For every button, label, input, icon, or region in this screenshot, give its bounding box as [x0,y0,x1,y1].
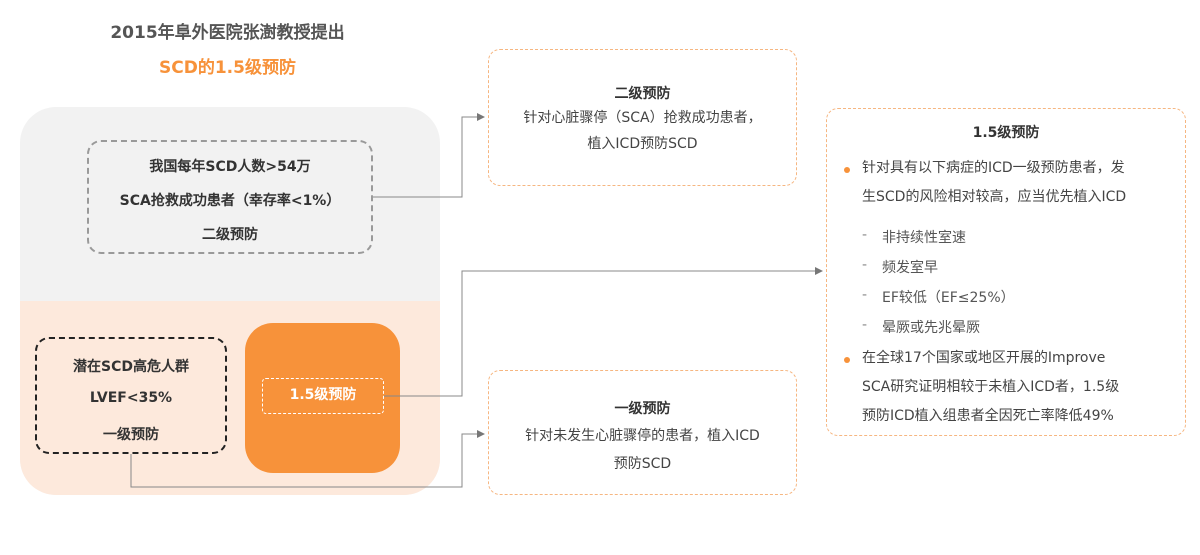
arrow-to-one-point-five [384,267,823,397]
one-point-five-box: 1.5级预防 针对具有以下病症的ICD一级预防患者，发 生SCD的风险相对较高，… [826,108,1186,436]
condition-item: 非持续性室速 [882,230,966,246]
primary-prevention-box: 一级预防 针对未发生心脏骤停的患者，植入ICD 预防SCD [488,370,797,495]
one-point-five-block [245,323,400,473]
secondary-prevention-label: 二级预防 [202,227,258,243]
secondary-box-title: 二级预防 [614,86,671,102]
condition-item: 频发室早 [882,260,938,276]
condition-item: 晕厥或先兆晕厥 [882,320,980,336]
primary-box-line2: 预防SCD [613,456,672,472]
bullet1-line1: 针对具有以下病症的ICD一级预防患者，发 [862,160,1125,176]
scd-annual-count: 我国每年SCD人数>54万 [149,159,311,175]
primary-prevention-group: 潜在SCD高危人群 LVEF<35% 一级预防 [35,337,227,454]
condition-item: EF较低（EF≤25%） [882,290,1015,306]
arrow-to-secondary [373,113,485,198]
bullet-dot-icon [844,357,850,363]
arrow-to-primary [130,430,485,488]
header-title: 2015年阜外医院张澍教授提出 [110,23,345,43]
dash-icon: - [862,257,868,273]
header-subtitle: SCD的1.5级预防 [159,58,296,78]
secondary-box-line1: 针对心脏骤停（SCA）抢救成功患者， [523,110,762,126]
secondary-prevention-box: 二级预防 针对心脏骤停（SCA）抢救成功患者， 植入ICD预防SCD [488,49,797,186]
lvef-criterion: LVEF<35% [89,390,173,406]
secondary-box-line2: 植入ICD预防SCD [587,136,698,152]
bullet2-line1: 在全球17个国家或地区开展的Improve [862,350,1106,366]
primary-prevention-label: 一级预防 [103,427,159,443]
one-point-five-label: 1.5级预防 [262,378,384,414]
dash-icon: - [862,287,868,303]
bullet2-line2: SCA研究证明相较于未植入ICD者，1.5级 [862,379,1120,395]
dash-icon: - [862,317,868,333]
bullet2-line3: 预防ICD植入组患者全因死亡率降低49% [862,408,1114,424]
primary-box-line1: 针对未发生心脏骤停的患者，植入ICD [525,428,760,444]
high-risk-population: 潜在SCD高危人群 [73,359,189,375]
dash-icon: - [862,227,868,243]
secondary-prevention-group: 我国每年SCD人数>54万 SCA抢救成功患者（幸存率<1%） 二级预防 [87,140,373,254]
sca-survivors: SCA抢救成功患者（幸存率<1%） [119,193,341,209]
bullet-dot-icon [844,167,850,173]
bullet1-line2: 生SCD的风险相对较高，应当优先植入ICD [862,189,1127,205]
primary-box-title: 一级预防 [614,401,671,417]
one-point-five-title: 1.5级预防 [972,125,1040,141]
